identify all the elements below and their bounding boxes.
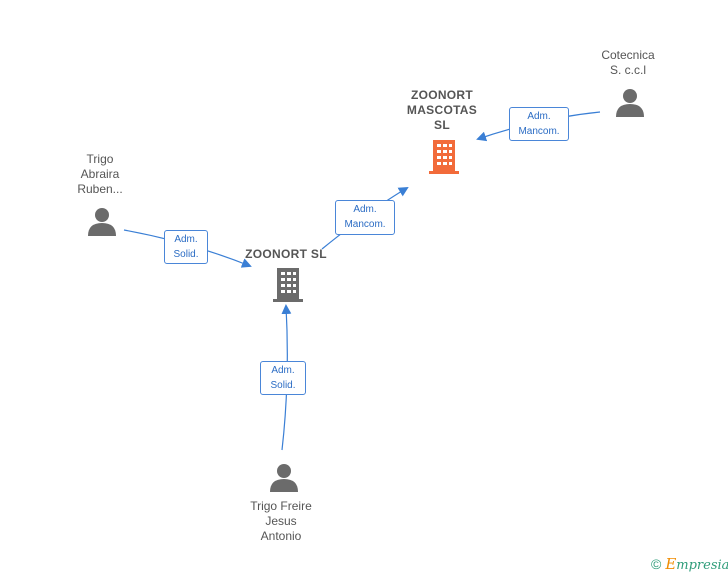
- edge-label-line: Adm.: [527, 111, 551, 122]
- node-label-line: ZOONORT SL: [245, 247, 327, 261]
- brand-initial: E: [665, 555, 677, 573]
- brand-rest: mpresia: [676, 558, 728, 573]
- edge-label-abraira-zoonort[interactable]: Adm. Solid.: [164, 230, 208, 264]
- brand-footer[interactable]: © Empresia: [651, 555, 728, 573]
- node-label-line: Trigo: [86, 152, 114, 166]
- node-label-line: Cotecnica: [601, 48, 655, 62]
- building-icon[interactable]: [428, 139, 460, 175]
- node-label-line: Ruben...: [77, 182, 123, 196]
- node-label-line: MASCOTAS: [406, 103, 478, 117]
- edge-label-line: Mancom.: [518, 126, 560, 137]
- edge-label-line: Mancom.: [344, 219, 386, 230]
- edge-label-line: Adm.: [353, 204, 377, 215]
- edge-label-zoonort-mascotas[interactable]: Adm. Mancom.: [335, 200, 395, 235]
- edge-label-line: Solid.: [270, 380, 296, 391]
- person-icon[interactable]: [87, 207, 117, 237]
- node-label-zoonort-mascotas[interactable]: ZOONORT MASCOTAS SL: [392, 88, 492, 133]
- node-label-line: SL: [434, 118, 450, 132]
- brand-logo: Empresia: [665, 555, 728, 573]
- edge-label-line: Solid.: [173, 249, 199, 260]
- node-label-line: Abraira: [80, 167, 120, 181]
- edge-label-line: Adm.: [271, 365, 295, 376]
- edge-label-line: Adm.: [174, 234, 198, 245]
- node-label-line: Jesus: [265, 514, 297, 528]
- edge-label-freire-zoonort[interactable]: Adm. Solid.: [260, 361, 306, 395]
- copyright-icon: ©: [651, 556, 662, 572]
- node-label-line: S. c.c.l: [609, 63, 646, 77]
- building-icon[interactable]: [272, 267, 304, 303]
- edge-label-cotecnica-mascotas[interactable]: Adm. Mancom.: [509, 107, 569, 141]
- node-label-line: ZOONORT: [410, 88, 474, 102]
- node-label-cotecnica[interactable]: Cotecnica S. c.c.l: [578, 48, 678, 78]
- node-label-zoonort-sl[interactable]: ZOONORT SL: [236, 247, 336, 262]
- person-icon[interactable]: [269, 463, 299, 493]
- node-label-line: Trigo Freire: [250, 499, 312, 513]
- node-label-trigo-freire[interactable]: Trigo Freire Jesus Antonio: [231, 499, 331, 544]
- node-label-line: Antonio: [260, 529, 302, 543]
- person-icon[interactable]: [615, 88, 645, 118]
- node-label-trigo-abraira[interactable]: Trigo Abraira Ruben...: [50, 152, 150, 197]
